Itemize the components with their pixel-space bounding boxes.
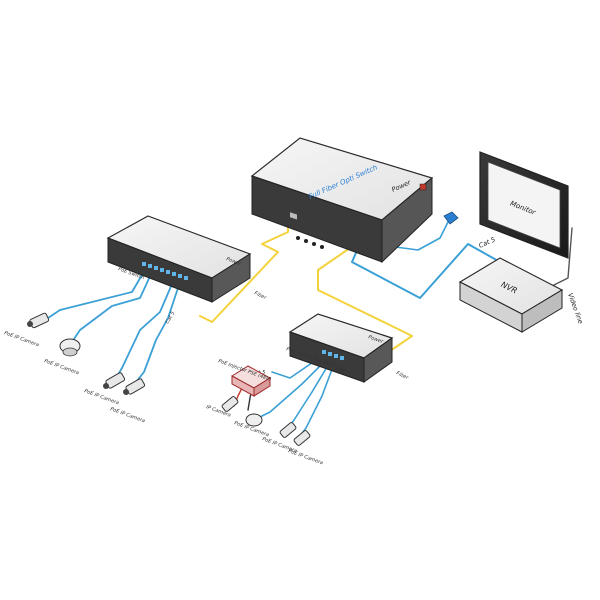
power-adapter [443,211,459,225]
poe-switch-small-ports [322,350,344,360]
poe-switch-small: Power [288,313,394,383]
video-line-label: Video line [566,292,585,325]
nvr: NVR [458,257,564,333]
camera-left-2-label: PoE IP Camera [43,358,79,376]
adapter-cord [387,221,449,251]
camera-left-2: PoE IP Camera [43,338,81,376]
camera-left-3-label: PoE IP Camera [83,388,119,406]
camera-left-1-label: PoE IP Camera [3,330,39,348]
camera-left-4-label: PoE IP Camera [109,406,145,424]
camera-left-3: PoE IP Camera [83,372,126,406]
camera-left-1: PoE IP Camera [3,312,50,348]
camera-bottom-2: PoE IP Camera [233,413,270,438]
fiber-cable-left [199,211,289,323]
poe-switch-left-ports [142,262,188,280]
cat5-cable-b4 [299,363,335,437]
cat5-cable-cam4 [135,287,179,383]
fiber-right-label: Fiber [395,370,410,381]
poe-switch-left: PoE Switch Power [106,215,252,303]
camera-bottom-1: IP Camera [205,396,239,419]
cat5-cable-b3 [287,361,331,429]
cat5-left-label: Cat 5 [165,310,177,325]
poe-switch-left-power-label: Power [225,256,242,267]
camera-bottom-4-label: PoE IP Camera [287,448,323,466]
ellipsis-dots [296,236,324,249]
cat5-cable-cam3 [115,283,173,379]
video-line-cable [551,227,573,287]
poe-switch-small-power-label: Power [367,334,384,345]
cat5-cable-cam2 [71,271,153,343]
cat5-cable-cam1 [41,267,147,323]
cat5-cable-b2 [257,359,327,419]
cat5-nvr-label: Cat 5 [478,235,497,249]
core-switch-power-plug [419,183,427,191]
poe-injector [231,365,271,397]
monitor: Monitor [479,151,569,259]
cat5-cable-nvr [351,243,501,299]
core-switch: Full Fiber Opti Switch Power [250,137,434,264]
fiber-left-label: Fiber [253,290,268,301]
core-switch-ports [290,212,297,220]
